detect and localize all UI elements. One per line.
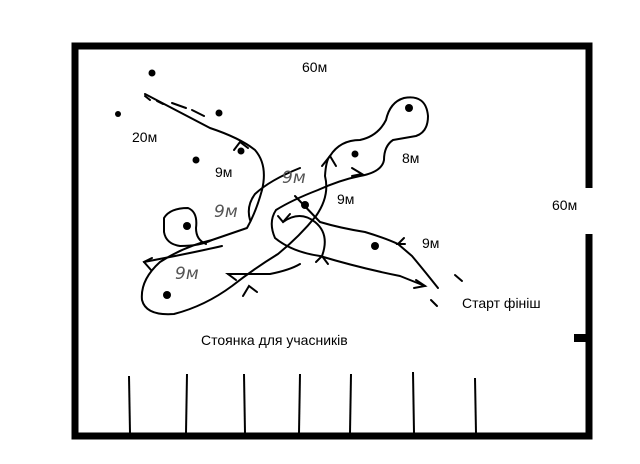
direction-arrows: [142, 140, 428, 297]
parking-label: Стоянка для учасників: [201, 332, 348, 348]
top-dimension-label: 60м: [302, 59, 328, 75]
right-dimension-label: 60м: [552, 197, 578, 213]
arrow-7: [395, 237, 406, 245]
segment-label-1: 9м: [215, 164, 233, 180]
segment-label-handwritten-3: 9м: [175, 264, 199, 284]
arrow-1: [233, 140, 249, 151]
right-edge-marker: [574, 334, 588, 342]
right-label-gap: [584, 188, 594, 234]
segment-label-4: 9м: [337, 191, 355, 207]
arrow-9: [315, 254, 329, 265]
segment-label-handwritten-2: 9м: [214, 202, 238, 222]
arrow-10: [277, 213, 291, 224]
arrow-3: [225, 273, 239, 281]
parking-dividers: [128, 371, 477, 434]
arrow-6: [351, 167, 365, 177]
segment-label-5: 9м: [422, 235, 440, 251]
cones: [115, 69, 413, 299]
segment-label-handwritten-1: 9м: [282, 168, 306, 188]
arrow-5: [321, 154, 337, 167]
arrow-2: [142, 257, 153, 271]
start-finish-label: Старт фініш: [462, 295, 541, 311]
segment-label-3: 8м: [402, 150, 420, 166]
arrow-4: [242, 284, 258, 297]
field-boundary: [71, 42, 593, 440]
left-dimension-label: 20м: [132, 129, 158, 145]
arrow-8: [413, 279, 428, 289]
track-path: [140, 93, 463, 316]
